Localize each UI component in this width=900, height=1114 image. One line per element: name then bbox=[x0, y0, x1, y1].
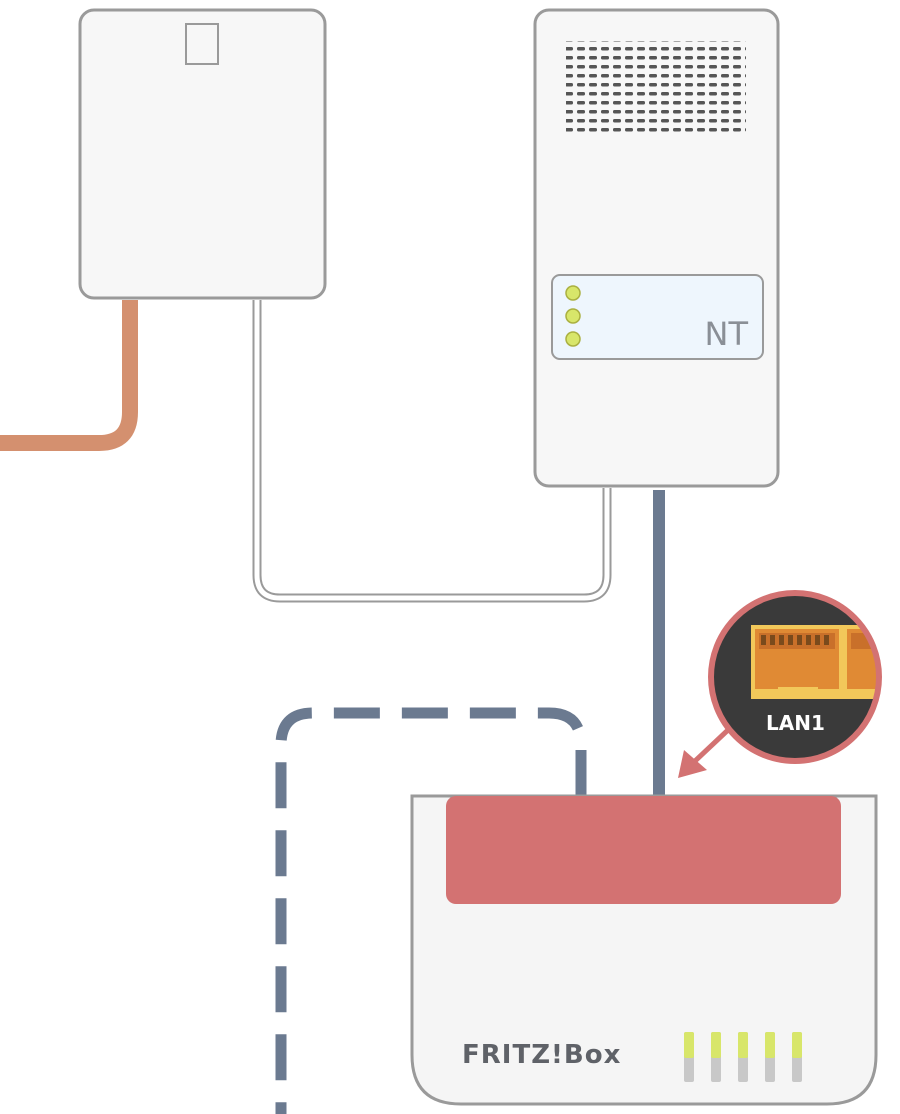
wall-socket-icon bbox=[185, 23, 219, 65]
fritzbox: FRITZ!Box bbox=[410, 794, 878, 1106]
arrow-icon bbox=[678, 728, 730, 778]
copper-cable bbox=[0, 300, 138, 451]
nt-label: NT bbox=[705, 315, 749, 353]
nt-status-panel bbox=[551, 274, 764, 360]
fritzbox-logo: FRITZ!Box bbox=[462, 1040, 621, 1070]
zoom-callout: LAN1 L bbox=[708, 590, 889, 764]
vent-grille-icon bbox=[566, 41, 746, 136]
nt-led-1 bbox=[565, 285, 581, 301]
wall-box bbox=[78, 8, 327, 300]
white-cable bbox=[252, 300, 612, 603]
fritzbox-leds bbox=[684, 1032, 802, 1082]
nt-led-2 bbox=[565, 308, 581, 324]
dashed-cable bbox=[275, 707, 587, 1114]
nt-led-3 bbox=[565, 331, 581, 347]
nt-device: NT bbox=[533, 8, 780, 488]
lan2-label-partial: L bbox=[876, 711, 889, 735]
port-highlight bbox=[446, 796, 841, 904]
lan1-label: LAN1 bbox=[766, 711, 825, 735]
